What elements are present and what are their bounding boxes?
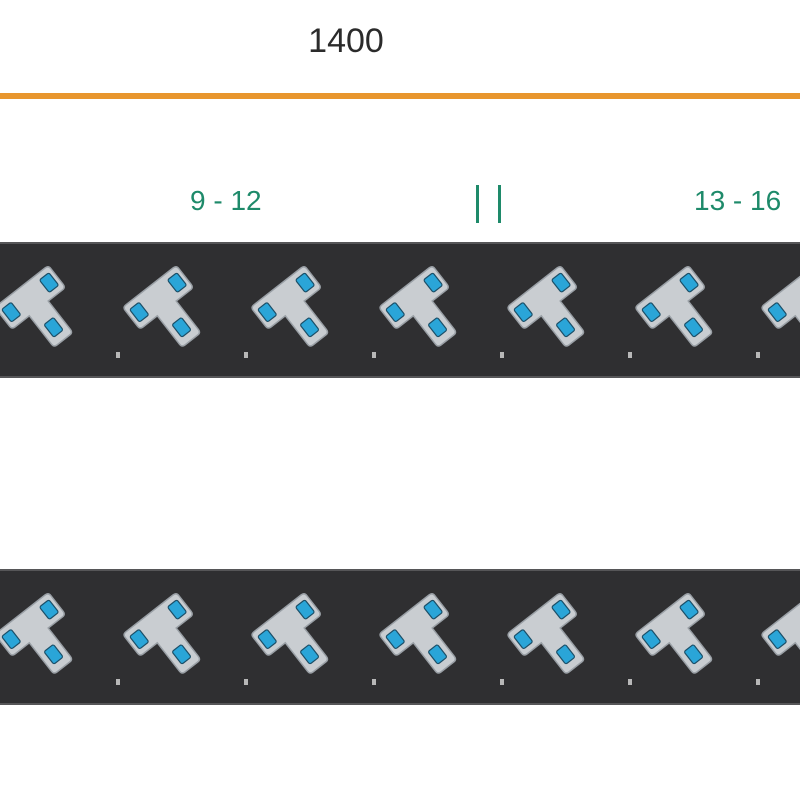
group-label-13-16: 13 - 16	[694, 185, 782, 216]
group-label-9-12: 9 - 12	[190, 185, 262, 216]
outlet-slot-3	[428, 317, 447, 338]
outlet-slot-1	[257, 302, 277, 322]
outlet-2	[123, 266, 201, 347]
outlet-4	[379, 593, 457, 674]
outlet-slot-1	[513, 629, 533, 649]
outlet-slot-2	[551, 599, 571, 620]
dimension-line	[0, 93, 800, 99]
outlet-label-mark-icon	[628, 679, 632, 685]
outlet-5	[507, 266, 585, 347]
outlet-slot-1	[767, 302, 787, 322]
outlet-6	[635, 266, 713, 347]
outlet-6	[635, 593, 713, 674]
outlet-slot-2	[295, 272, 315, 293]
outlet-slot-2	[423, 272, 443, 293]
outlet-slot-3	[44, 644, 63, 665]
outlet-label-mark-icon	[372, 679, 376, 685]
outlet-slot-1	[641, 302, 661, 322]
outlet-1	[0, 266, 73, 347]
outlet-3	[251, 593, 329, 674]
outlet-label-mark-icon	[756, 679, 760, 685]
outlet-label-mark-icon	[500, 679, 504, 685]
outlet-slot-2	[679, 272, 699, 293]
outlet-slot-2	[39, 272, 59, 293]
outlet-slot-3	[172, 644, 191, 665]
bottom-strip-outlets	[0, 593, 800, 685]
outlet-4	[379, 266, 457, 347]
outlet-slot-2	[167, 599, 187, 620]
outlet-slot-1	[513, 302, 533, 322]
outlet-7	[761, 266, 800, 347]
outlet-slot-1	[1, 302, 21, 322]
outlet-label-mark-icon	[500, 352, 504, 358]
outlet-slot-2	[39, 599, 59, 620]
outlet-5	[507, 593, 585, 674]
outlet-1	[0, 593, 73, 674]
outlet-label-mark-icon	[756, 352, 760, 358]
outlet-slot-1	[129, 629, 149, 649]
outlet-slot-1	[767, 629, 787, 649]
outlet-slot-3	[300, 644, 319, 665]
outlet-slot-1	[385, 302, 405, 322]
outlet-label-mark-icon	[244, 352, 248, 358]
outlet-slot-2	[551, 272, 571, 293]
outlet-slot-3	[556, 644, 575, 665]
outlet-slot-2	[295, 599, 315, 620]
outlet-label-mark-icon	[116, 679, 120, 685]
outlet-slot-1	[1, 629, 21, 649]
outlet-slot-3	[556, 317, 575, 338]
outlet-slot-2	[167, 272, 187, 293]
outlet-label-mark-icon	[372, 352, 376, 358]
outlet-2	[123, 593, 201, 674]
outlet-slot-3	[684, 644, 703, 665]
outlet-slot-1	[129, 302, 149, 322]
outlet-slot-3	[428, 644, 447, 665]
outlet-slot-2	[423, 599, 443, 620]
outlet-label-mark-icon	[244, 679, 248, 685]
outlet-slot-1	[257, 629, 277, 649]
outlet-3	[251, 266, 329, 347]
bottom-strip	[0, 569, 800, 705]
outlet-slot-1	[385, 629, 405, 649]
outlet-slot-3	[172, 317, 191, 338]
outlet-slot-2	[679, 599, 699, 620]
outlet-slot-3	[44, 317, 63, 338]
group-separator	[472, 185, 512, 225]
outlet-label-mark-icon	[116, 352, 120, 358]
top-strip-outlets	[0, 266, 800, 358]
outlet-slot-3	[684, 317, 703, 338]
dimension-label: 1400	[308, 22, 384, 60]
top-strip	[0, 242, 800, 378]
outlet-7	[761, 593, 800, 674]
outlet-label-mark-icon	[628, 352, 632, 358]
outlet-slot-3	[300, 317, 319, 338]
outlet-slot-1	[641, 629, 661, 649]
